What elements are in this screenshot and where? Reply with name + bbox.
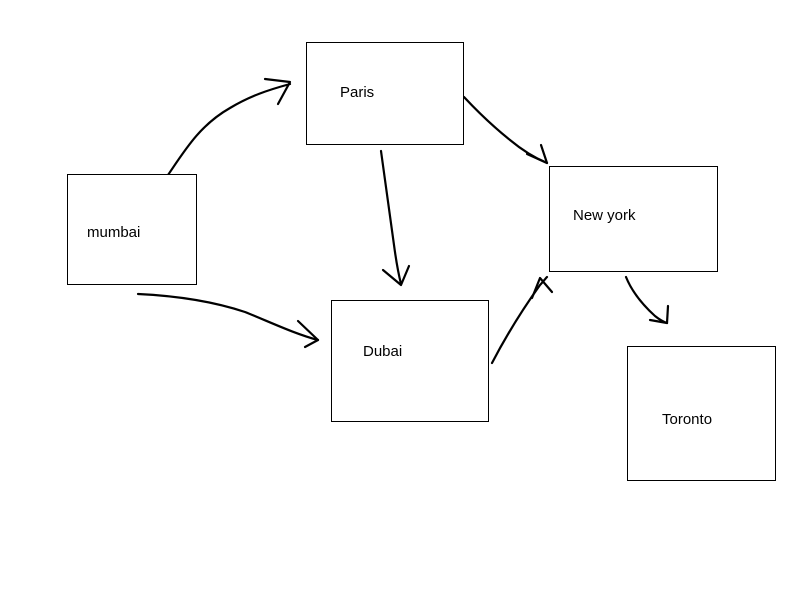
arrow-paris-to-newyork <box>462 95 549 165</box>
node-label-toronto: Toronto <box>662 411 713 428</box>
arrowhead-paris-to-dubai <box>381 264 411 287</box>
node-dubai: Dubai <box>331 300 489 422</box>
node-toronto: Toronto <box>627 346 776 481</box>
arrowhead-mumbai-to-paris <box>263 77 292 106</box>
arrow-dubai-to-newyork <box>490 275 549 365</box>
arrow-mumbai-to-paris <box>166 82 292 177</box>
arrow-mumbai-to-dubai <box>136 292 320 342</box>
node-label-new-york: New york <box>573 207 636 224</box>
node-paris: Paris <box>306 42 464 145</box>
arrow-paris-to-dubai <box>379 149 403 286</box>
arrow-newyork-to-toronto <box>624 275 669 325</box>
node-new-york: New york <box>549 166 718 272</box>
node-label-paris: Paris <box>340 84 375 101</box>
arrowhead-mumbai-to-dubai <box>296 319 320 349</box>
arrowhead-newyork-to-toronto <box>648 304 670 325</box>
node-mumbai: mumbai <box>67 174 197 285</box>
arrowhead-dubai-to-newyork <box>530 276 554 300</box>
node-label-dubai: Dubai <box>363 343 403 360</box>
arrowhead-paris-to-newyork <box>525 143 549 165</box>
node-label-mumbai: mumbai <box>87 224 141 241</box>
